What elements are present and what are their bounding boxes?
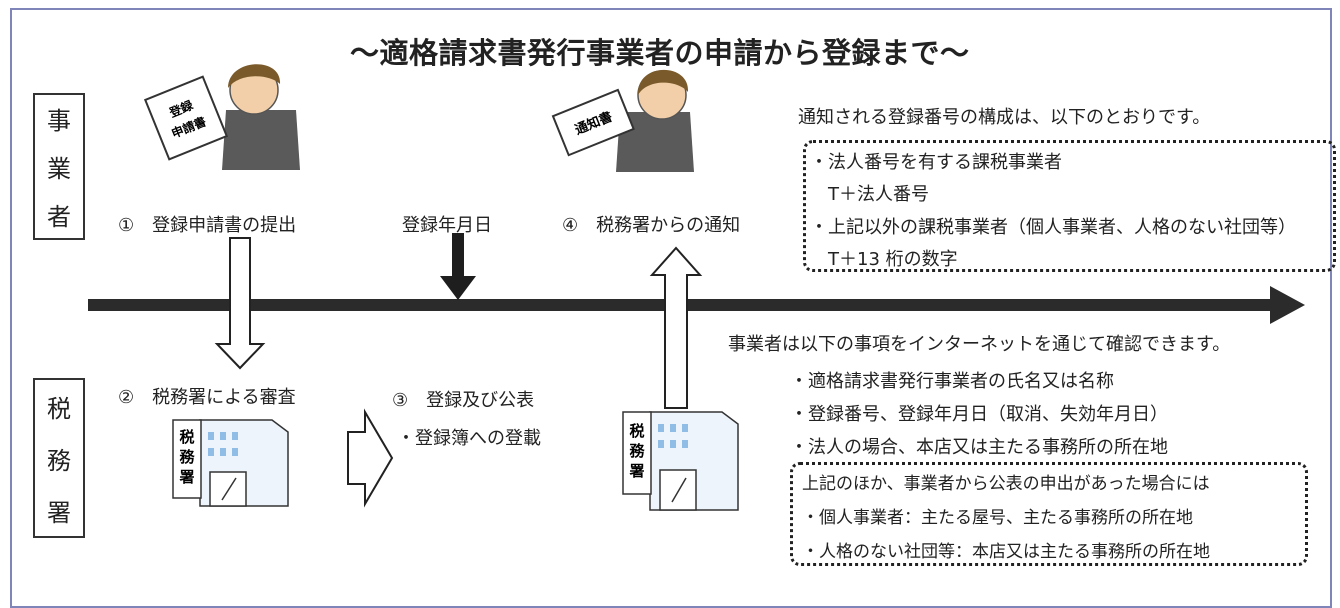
registration-date-label: 登録年月日: [402, 215, 492, 236]
building-sign-char: 務: [629, 442, 645, 460]
row-label-char: 業: [47, 154, 71, 183]
diagram-title: 〜適格請求書発行事業者の申請から登録まで〜: [350, 36, 970, 70]
building-sign-char: 署: [178, 468, 194, 486]
tax-office-building-icon: [622, 411, 739, 511]
row-label-char: 事: [47, 107, 71, 136]
building-sign-char: 税: [179, 428, 194, 446]
row-label-char: 税: [47, 394, 71, 423]
notice-paper-icon: [551, 88, 635, 157]
step-4-label: ④ 税務署からの通知: [562, 215, 741, 236]
number-info-line: T＋13 桁の数字: [810, 249, 958, 270]
number-info-line: T＋法人番号: [810, 184, 929, 205]
internet-info-item: ・法人の場合、本店又は主たる事務所の所在地: [790, 437, 1168, 458]
row-label-business: 事 業 者: [33, 93, 85, 240]
registration-date-arrow: [440, 233, 476, 300]
number-info-line: ・上記以外の課税事業者（個人事業者、人格のない社団等）: [810, 217, 1296, 238]
notice-arrow: [649, 246, 703, 409]
number-info-box: [803, 140, 1336, 272]
step-1-label: ① 登録申請書の提出: [118, 215, 297, 236]
optional-publication-line: ・個人事業者：主たる屋号、主たる事務所の所在地: [802, 508, 1193, 528]
step-2-label: ② 税務署による審査: [118, 387, 296, 408]
building-sign-char: 署: [628, 462, 644, 480]
row-label-char: 者: [47, 202, 71, 231]
building-sign-char: 税: [629, 422, 644, 440]
timeline-arrow: [88, 286, 1305, 324]
number-info-line: ・法人番号を有する課税事業者: [810, 152, 1062, 173]
row-label-char: 署: [47, 498, 71, 527]
person-icon: [616, 69, 694, 172]
number-info-heading: 通知される登録番号の構成は、以下のとおりです。: [798, 107, 1211, 128]
optional-publication-box: [790, 462, 1308, 566]
application-paper-icon: [143, 75, 229, 161]
tax-office-building-icon: [172, 419, 289, 507]
row-label-char: 務: [47, 446, 71, 475]
person-icon: [222, 64, 300, 170]
optional-publication-line: ・人格のない社団等：本店又は主たる事務所の所在地: [802, 542, 1210, 562]
row-label-tax-office: 税 務 署: [33, 378, 85, 538]
submission-arrow: [214, 237, 266, 370]
internet-info-item: ・登録番号、登録年月日（取消、失効年月日）: [790, 404, 1168, 425]
internet-info-heading: 事業者は以下の事項をインターネットを通じて確認できます。: [728, 334, 1231, 355]
step-3-sub-label: ・登録簿への登載: [397, 428, 541, 449]
process-arrow: [347, 408, 394, 508]
optional-publication-line: 上記のほか、事業者から公表の申出があった場合には: [802, 474, 1210, 494]
building-sign-char: 務: [179, 448, 195, 466]
internet-info-item: ・適格請求書発行事業者の氏名又は名称: [790, 371, 1114, 392]
step-3-label: ③ 登録及び公表: [392, 390, 535, 411]
